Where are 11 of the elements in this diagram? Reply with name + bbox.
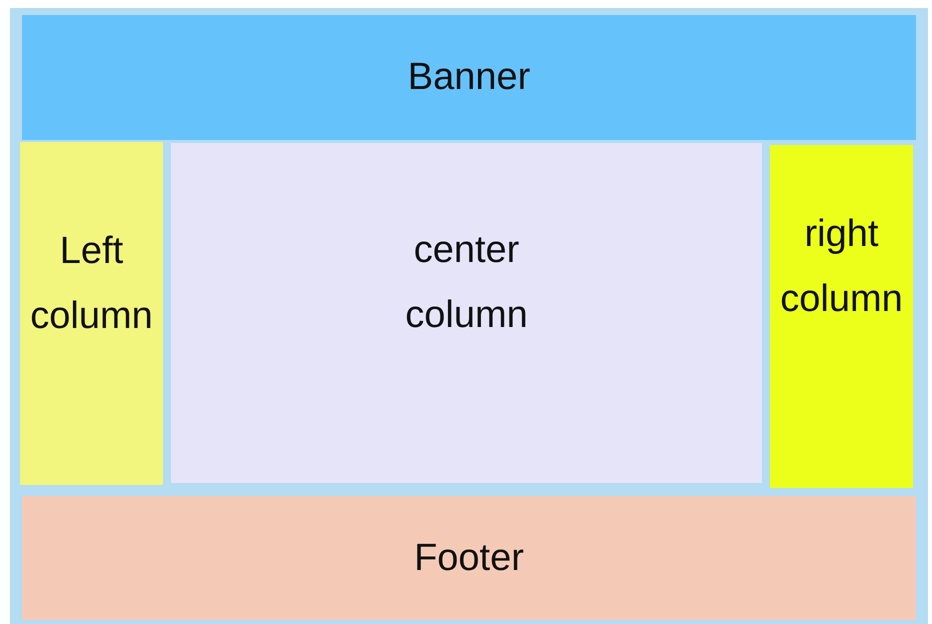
- region-label: right column: [780, 212, 903, 322]
- page-frame: [10, 8, 928, 624]
- left-column-region: [20, 142, 163, 485]
- region-label: Footer: [414, 536, 524, 581]
- right-column-region: [770, 145, 913, 488]
- banner-region: [22, 15, 916, 140]
- footer-region: [22, 496, 916, 620]
- region-label: Left column: [30, 228, 153, 338]
- region-label: center column: [405, 228, 528, 338]
- center-column-region: [171, 143, 762, 483]
- region-label: Banner: [408, 55, 530, 100]
